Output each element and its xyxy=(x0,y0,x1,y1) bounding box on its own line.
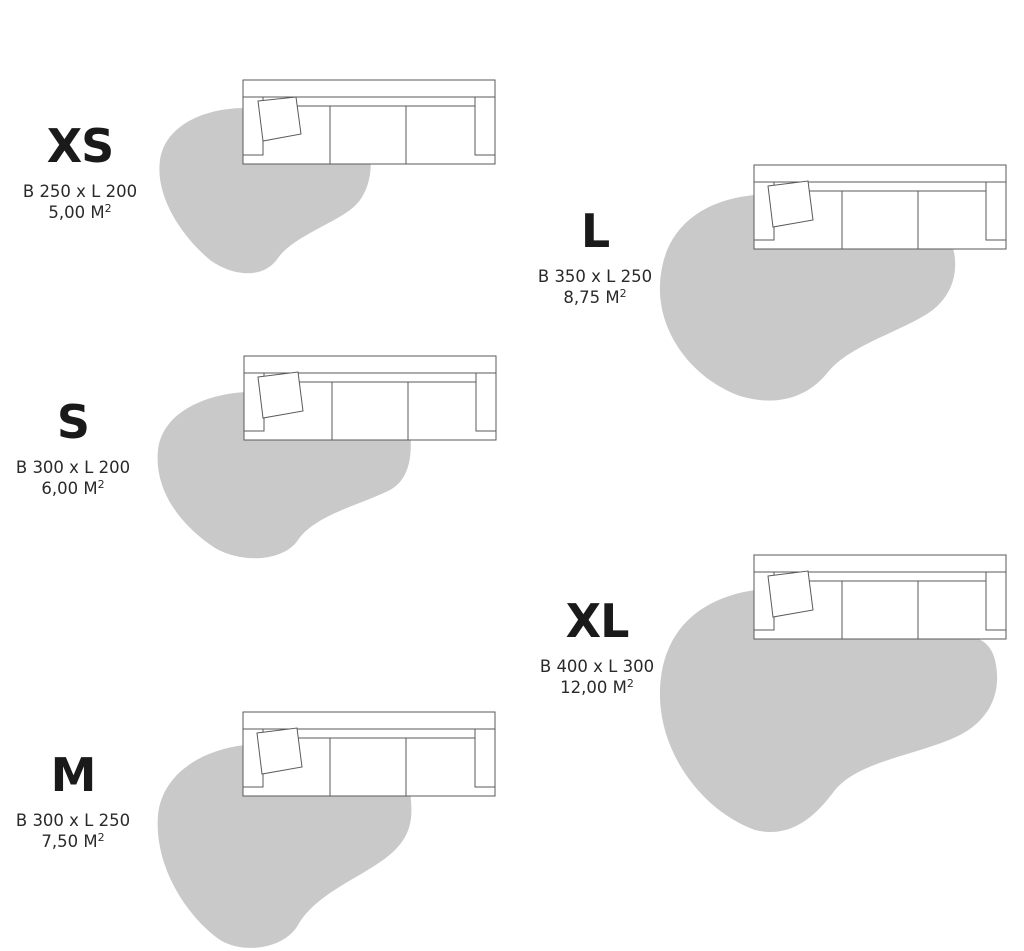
size-dimensions: B 350 x L 250 xyxy=(537,267,653,286)
sofa-outline xyxy=(242,711,496,797)
size-dimensions: B 300 x L 250 xyxy=(15,811,131,830)
size-area: 8,75 M2 xyxy=(563,287,627,307)
size-dimensions: B 400 x L 300 xyxy=(539,657,655,676)
size-label-group: M B 300 x L 250 7,50 M2 xyxy=(8,752,138,852)
sofa-outline xyxy=(243,355,497,441)
rug-shape xyxy=(159,108,371,274)
sofa-outline xyxy=(753,554,1007,640)
size-name: M xyxy=(50,748,97,802)
size-dimensions: B 250 x L 200 xyxy=(22,182,138,201)
size-name: L xyxy=(580,204,610,258)
size-name: S xyxy=(56,395,90,449)
sofa-outline xyxy=(242,79,496,165)
size-label-group: L B 350 x L 250 8,75 M2 xyxy=(530,208,660,308)
size-area: 6,00 M2 xyxy=(41,478,105,498)
size-name: XS xyxy=(46,119,115,173)
rug-shape xyxy=(659,590,998,832)
size-area: 7,50 M2 xyxy=(41,831,105,851)
size-label-group: S B 300 x L 200 6,00 M2 xyxy=(8,399,138,499)
size-area: 12,00 M2 xyxy=(560,677,634,697)
sofa-outline xyxy=(753,164,1007,250)
size-area: 5,00 M2 xyxy=(48,202,112,222)
size-label-group: XS B 250 x L 200 5,00 M2 xyxy=(15,123,145,223)
size-label-group: XL B 400 x L 300 12,00 M2 xyxy=(532,598,662,698)
size-name: XL xyxy=(565,594,630,648)
size-dimensions: B 300 x L 200 xyxy=(15,458,131,477)
